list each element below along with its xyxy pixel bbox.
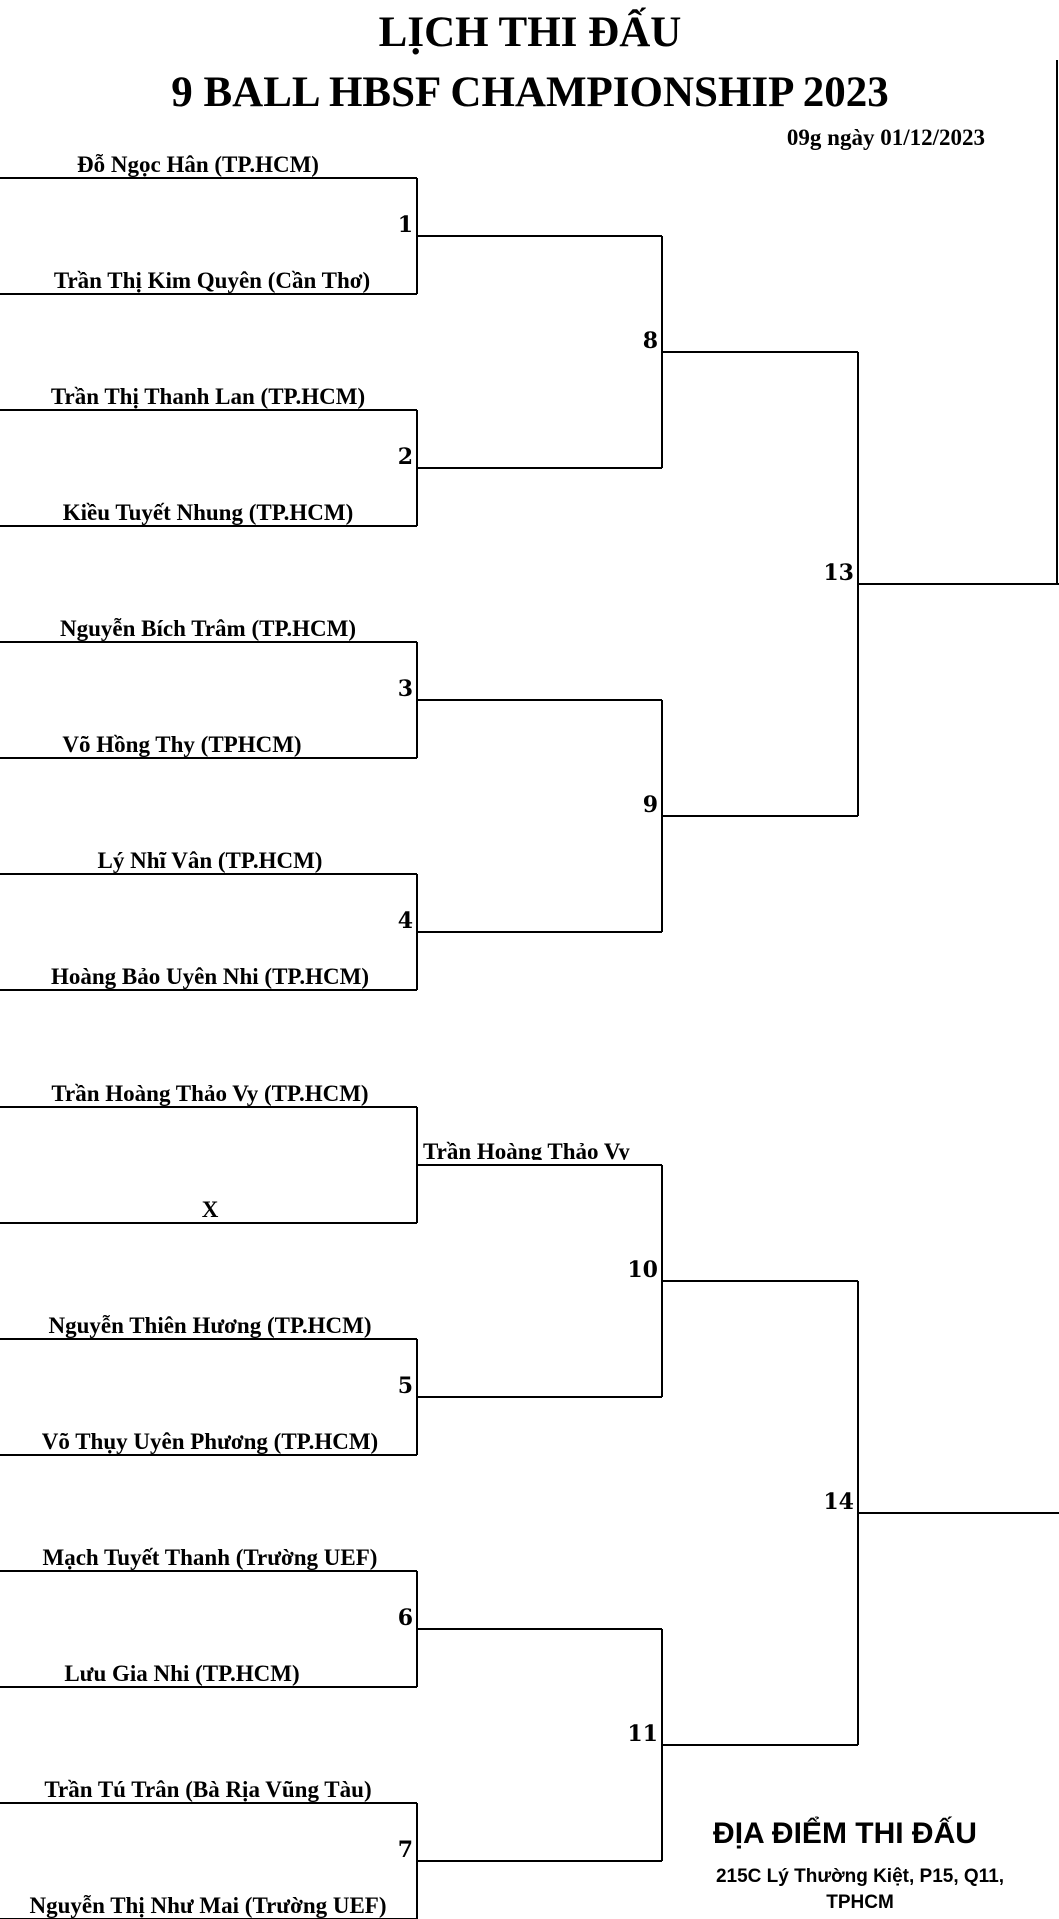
player-name: Lưu Gia Nhi (TP.HCM) — [64, 1661, 299, 1686]
player-name: Trần Hoàng Thảo Vy (TP.HCM) — [51, 1081, 368, 1106]
player-name: Trần Thị Thanh Lan (TP.HCM) — [51, 384, 365, 409]
round1-match-number: 6 — [398, 1605, 413, 1631]
title-line-1: LỊCH THI ĐẤU — [379, 8, 682, 56]
player-name: Trần Tú Trân (Bà Rịa Vũng Tàu) — [44, 1777, 371, 1802]
round1-match-number: 2 — [398, 444, 413, 470]
venue-address-line-1: 215C Lý Thường Kiệt, P15, Q11, — [716, 1866, 1004, 1887]
round3-match-number: 14 — [823, 1489, 854, 1515]
round1-match-number: 5 — [398, 1373, 413, 1399]
bracket-lines — [0, 60, 1059, 1919]
round1-match-number: 1 — [398, 212, 413, 238]
match-numbers: 1 2 3 4 5 6 7 8 9 10 11 13 14 — [398, 212, 854, 1863]
event-date: 09g ngày 01/12/2023 — [787, 125, 985, 150]
round1-match-number: 7 — [398, 1837, 413, 1863]
player-name: Nguyễn Bích Trâm (TP.HCM) — [60, 616, 356, 641]
player-name: X — [202, 1197, 219, 1222]
round1-match-number: 3 — [398, 676, 413, 702]
player-name: Hoàng Bảo Uyên Nhi (TP.HCM) — [51, 964, 369, 989]
player-name: Võ Hồng Thy (TPHCM) — [62, 732, 301, 757]
player-name: Nguyễn Thị Như Mai (Trường UEF) — [29, 1893, 386, 1918]
player-name: Nguyễn Thiên Hương (TP.HCM) — [48, 1313, 371, 1338]
player-name: Mạch Tuyết Thanh (Trường UEF) — [43, 1545, 378, 1570]
round2-match-number: 10 — [627, 1257, 658, 1283]
player-name: Đỗ Ngọc Hân (TP.HCM) — [77, 152, 319, 177]
venue-address-line-2: TPHCM — [826, 1892, 894, 1913]
player-name: Trần Thị Kim Quyên (Cần Thơ) — [54, 268, 370, 293]
player-name: Võ Thụy Uyên Phương (TP.HCM) — [42, 1429, 378, 1454]
round3-match-number: 13 — [823, 560, 854, 586]
round2-match-number: 11 — [627, 1721, 658, 1747]
title-line-2: 9 BALL HBSF CHAMPIONSHIP 2023 — [171, 69, 889, 116]
player-name: Kiều Tuyết Nhung (TP.HCM) — [63, 500, 354, 525]
venue-heading: ĐỊA ĐIỂM THI ĐẤU — [713, 1816, 977, 1850]
player-name: Lý Nhĩ Vân (TP.HCM) — [98, 848, 323, 873]
bye-advance-label: Trần Hoàng Thảo Vy — [423, 1139, 630, 1164]
round1-match-number: 4 — [398, 908, 413, 934]
player-list: Đỗ Ngọc Hân (TP.HCM) Trần Thị Kim Quyên (… — [29, 152, 386, 1918]
round2-match-number: 9 — [643, 792, 658, 818]
round2-match-number: 8 — [643, 328, 658, 354]
